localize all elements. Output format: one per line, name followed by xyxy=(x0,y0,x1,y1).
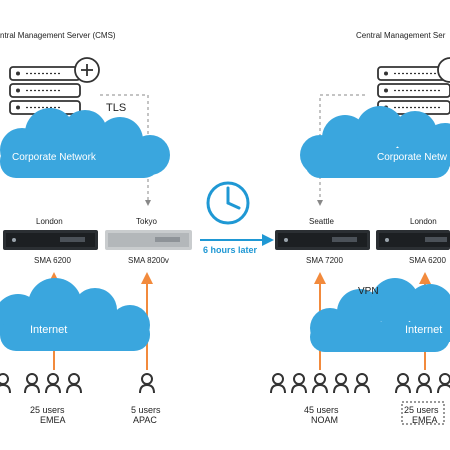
internet-cloud-left xyxy=(0,278,150,351)
user-region-emea-right: EMEA xyxy=(412,415,438,425)
user-count-emea-right: 25 users xyxy=(404,405,439,415)
cms-server-stack-left xyxy=(9,66,81,115)
cms-title-left: ntral Management Server (CMS) xyxy=(0,31,116,40)
corporate-network-cloud-right xyxy=(300,106,450,178)
cms-server-stack-right xyxy=(377,66,450,115)
appliance-model-sma-6200-left: SMA 6200 xyxy=(34,256,71,265)
corporate-network-label-left: Corporate Network xyxy=(12,152,96,163)
internet-cloud-right xyxy=(310,278,450,352)
clock-icon xyxy=(206,181,250,225)
appliance-site-london-left: London xyxy=(36,217,63,226)
add-server-icon xyxy=(74,57,100,83)
selection-box xyxy=(401,401,445,425)
appliance-site-london-right: London xyxy=(410,217,437,226)
user-region-noam-right: NOAM xyxy=(311,415,338,425)
appliance-sma-7200-right xyxy=(275,230,370,250)
internet-label-right: Internet xyxy=(405,324,443,336)
add-server-icon-right xyxy=(437,57,450,83)
user-group-emea-left xyxy=(0,373,82,394)
user-count-noam-right: 45 users xyxy=(304,405,339,415)
appliance-site-seattle-right: Seattle xyxy=(309,217,334,226)
user-group-emea-right xyxy=(395,373,450,394)
vpn-label: VPN xyxy=(358,286,379,297)
user-count-apac-left: 5 users xyxy=(131,405,161,415)
user-group-apac-left xyxy=(139,373,155,394)
internet-label-left: Internet xyxy=(30,324,68,336)
appliance-sma-6200-left xyxy=(3,230,98,250)
appliance-sma-8200v-left xyxy=(105,230,192,250)
user-region-apac-left: APAC xyxy=(133,415,157,425)
corporate-network-label-right: Corporate Netw xyxy=(377,152,448,163)
cms-title-right: Central Management Ser xyxy=(356,31,446,40)
appliance-model-sma-8200v-left: SMA 8200v xyxy=(128,256,169,265)
appliance-site-tokyo-left: Tokyo xyxy=(136,217,157,226)
corporate-network-cloud-left xyxy=(0,108,170,178)
user-region-emea-left: EMEA xyxy=(40,415,66,425)
user-group-noam-right xyxy=(270,373,370,394)
appliance-model-sma-6200-right: SMA 6200 xyxy=(409,256,446,265)
appliance-sma-6200-right xyxy=(376,230,450,250)
appliance-model-sma-7200-right: SMA 7200 xyxy=(306,256,343,265)
tls-label: TLS xyxy=(106,102,127,114)
user-count-emea-left: 25 users xyxy=(30,405,65,415)
time-label: 6 hours later xyxy=(203,245,258,255)
